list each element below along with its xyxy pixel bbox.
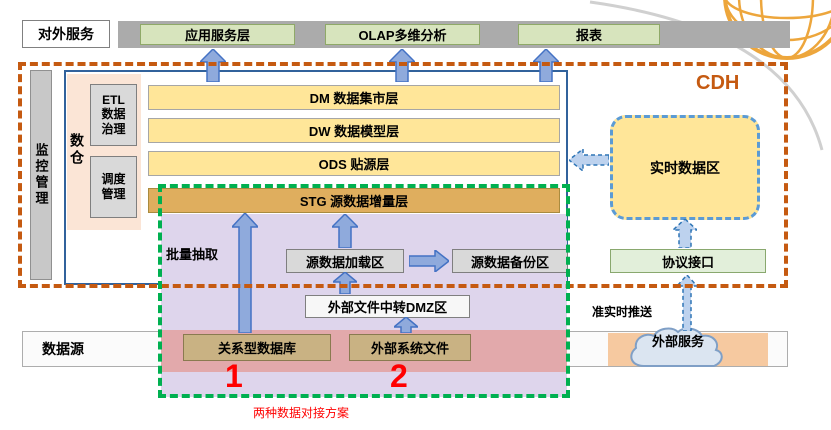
external-services-label: 对外服务 <box>22 20 110 48</box>
files-to-dmz-up-arrow <box>394 317 418 333</box>
monitor-management-box: 监控管理 <box>30 70 52 280</box>
load-to-stg-up-arrow <box>332 214 358 248</box>
push-to-protocol-up-arrow <box>677 275 697 331</box>
external-service-label: 外部服务 <box>652 334 705 349</box>
etl-governance-box: ETL 数据治理 <box>90 84 137 146</box>
report-box: 报表 <box>518 24 660 45</box>
etl-label-zh: 数据治理 <box>101 107 126 136</box>
etl-label-en: ETL <box>102 93 125 107</box>
batch-extract-label: 批量抽取 <box>166 247 219 262</box>
protocol-to-realtime-up-arrow <box>673 219 697 248</box>
batch-extract-up-arrow <box>232 213 258 333</box>
olap-analysis-box: OLAP多维分析 <box>325 24 480 45</box>
cloud-icon <box>630 327 723 367</box>
scheme-caption: 两种数据对接方案 <box>253 406 350 420</box>
protocol-interface-box: 协议接口 <box>610 249 766 273</box>
realtime-data-area-box: 实时数据区 <box>610 115 760 220</box>
monitor-management-label: 监控管理 <box>33 143 49 207</box>
app-service-layer-box: 应用服务层 <box>140 24 295 45</box>
warehouse-side-label: 数仓 <box>69 133 85 167</box>
scheduling-label: 调度管理 <box>101 172 126 201</box>
layer-ods: ODS 贴源层 <box>148 151 560 176</box>
source-backup-area-box: 源数据备份区 <box>452 249 568 273</box>
dmz-transfer-box: 外部文件中转DMZ区 <box>305 295 470 318</box>
layer-stg: STG 源数据增量层 <box>148 188 560 213</box>
scheduling-box: 调度管理 <box>90 156 137 218</box>
layer-dm: DM 数据集市层 <box>148 85 560 110</box>
app-service-up-arrow <box>200 49 226 82</box>
external-files-box: 外部系统文件 <box>349 334 471 361</box>
warehouse-side-label-wrap: 数仓 <box>66 100 88 200</box>
datasource-label: 数据源 <box>42 341 84 357</box>
realtime-to-ods-left-arrow <box>569 149 609 171</box>
source-load-area-box: 源数据加载区 <box>286 249 404 273</box>
olap-up-arrow <box>389 49 415 82</box>
report-up-arrow <box>533 49 559 82</box>
scheme-number-2: 2 <box>390 358 408 394</box>
relational-db-box: 关系型数据库 <box>183 334 331 361</box>
dmz-to-load-up-arrow <box>333 272 357 294</box>
realtime-push-label: 准实时推送 <box>592 305 653 319</box>
etl-governance-label: ETL 数据治理 <box>99 93 129 137</box>
load-to-backup-right-arrow <box>409 250 449 272</box>
cdh-label: CDH <box>696 72 740 94</box>
scheme-number-1: 1 <box>225 358 243 394</box>
layer-dw: DW 数据模型层 <box>148 118 560 143</box>
